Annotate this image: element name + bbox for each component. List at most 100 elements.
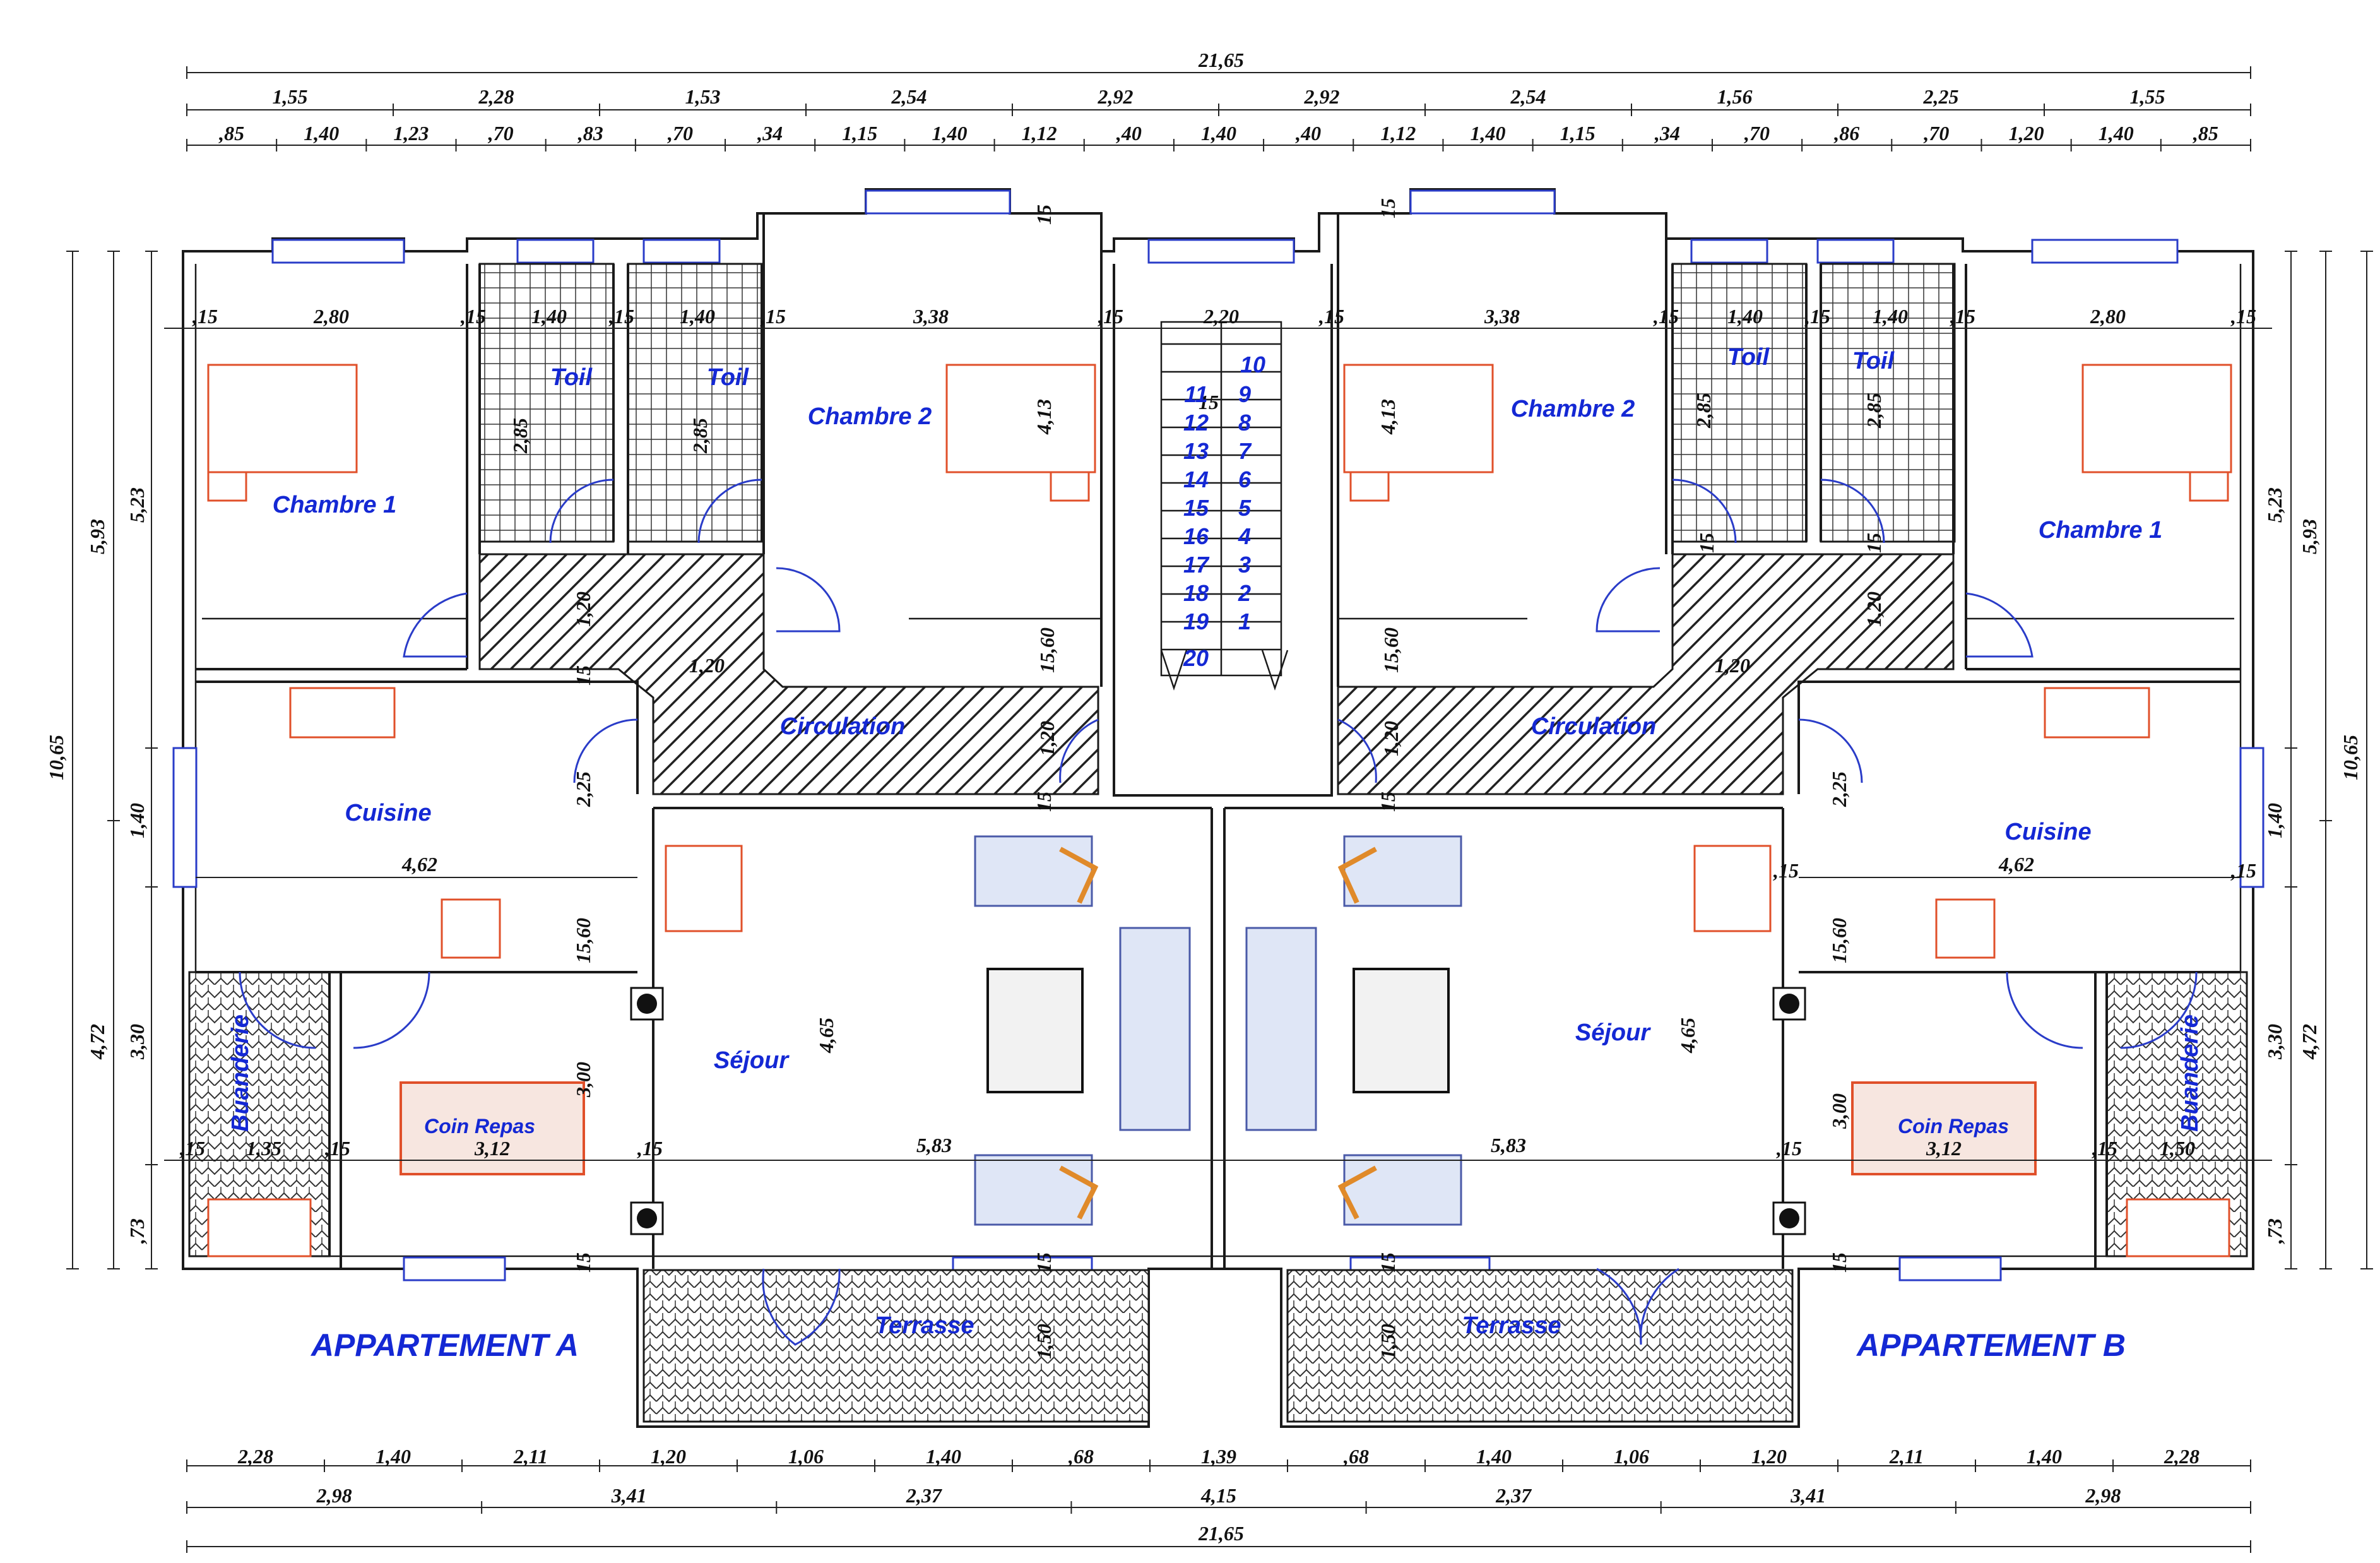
stair-step-number: 9 bbox=[1238, 381, 1251, 407]
dim-wall: 15,60 bbox=[1828, 918, 1850, 963]
dim-cuisine-width: 4,62 bbox=[1998, 853, 2034, 876]
columns bbox=[630, 987, 1806, 1235]
dimension-label: 1,12 bbox=[1022, 122, 1057, 145]
dim-w15: ,15 bbox=[608, 305, 634, 328]
dim-coin-height: 3,00 bbox=[572, 1062, 595, 1098]
dim-coin-width: 3,12 bbox=[474, 1137, 510, 1160]
stair-step-number: 3 bbox=[1238, 552, 1251, 578]
dimension-label: 1,40 bbox=[932, 122, 967, 145]
dim-corridor: 1,20 bbox=[689, 654, 725, 677]
dimension-label: 1,06 bbox=[788, 1445, 824, 1468]
dim-left-total: 10,65 bbox=[45, 735, 68, 780]
stair-step-number: 7 bbox=[1238, 438, 1252, 464]
dimension-label: ,34 bbox=[1654, 122, 1680, 145]
dim-left-c: 3,30 bbox=[126, 1024, 148, 1060]
dim-h15: 15 bbox=[572, 665, 595, 686]
dim-stair-width: 2,20 bbox=[1203, 305, 1239, 328]
room-label-buanderie-a: Buanderie bbox=[227, 1014, 254, 1132]
dim-ch2-height: 4,13 bbox=[1376, 399, 1399, 435]
dim-w15: ,15 bbox=[1318, 305, 1344, 328]
dim-toil-height: 2,85 bbox=[689, 418, 711, 454]
dims-internal: ,15 2,80 ,15 1,40 ,15 1,40 ,15 3,38 ,15 … bbox=[179, 198, 2256, 1359]
room-label-toil: Toil bbox=[1852, 348, 1895, 374]
dimension-label: ,83 bbox=[577, 122, 603, 145]
dim-h15: 15 bbox=[1828, 1252, 1850, 1273]
room-label-terrasse-b: Terrasse bbox=[1462, 1312, 1561, 1339]
dim-corridor: 1,20 bbox=[1715, 654, 1750, 677]
dim-w15: ,15 bbox=[637, 1137, 663, 1160]
dim-toil-height: 2,85 bbox=[1862, 393, 1885, 429]
dim-cuisine-height: 2,25 bbox=[1828, 771, 1850, 807]
interior-walls bbox=[196, 213, 2241, 1269]
stair-step-number: 16 bbox=[1183, 523, 1209, 549]
dimension-label: ,70 bbox=[1744, 122, 1770, 145]
stair-step-number: 4 bbox=[1238, 523, 1251, 549]
room-label-chambre2-a: Chambre 2 bbox=[808, 403, 932, 430]
dimension-label: 1,06 bbox=[1614, 1445, 1649, 1468]
dimension-label: ,40 bbox=[1295, 122, 1321, 145]
dimension-label: ,34 bbox=[757, 122, 783, 145]
circulation-hatch bbox=[478, 553, 1955, 795]
room-label-circulation-a: Circulation bbox=[780, 713, 905, 740]
dim-left-mid: 4,72 bbox=[86, 1024, 109, 1060]
dim-corridor: 1,20 bbox=[1862, 591, 1885, 627]
room-label-cuisine-a: Cuisine bbox=[345, 800, 431, 826]
dim-w15: ,15 bbox=[2092, 1137, 2117, 1160]
dim-right-upper: 5,93 bbox=[2298, 519, 2321, 554]
dimension-label: ,70 bbox=[488, 122, 514, 145]
dimension-label: 1,20 bbox=[651, 1445, 686, 1468]
dim-toil-width: 1,40 bbox=[531, 305, 567, 328]
dimension-label: 1,40 bbox=[2099, 122, 2134, 145]
stair-step-number: 2 bbox=[1238, 580, 1251, 606]
dimension-label: 2,11 bbox=[513, 1445, 548, 1468]
dimension-label: 1,55 bbox=[2130, 85, 2165, 108]
dim-w15: ,15 bbox=[1950, 305, 1975, 328]
dimension-label: 2,28 bbox=[2164, 1445, 2199, 1468]
dim-left-d: ,73 bbox=[126, 1218, 148, 1244]
dimension-label: 1,15 bbox=[1560, 122, 1596, 145]
room-label-toil: Toil bbox=[707, 364, 750, 391]
room-label-chambre1-b: Chambre 1 bbox=[2039, 517, 2162, 544]
room-labels: Chambre 1 Chambre 1 Chambre 2 Chambre 2 … bbox=[227, 344, 2203, 1339]
dimension-label: 1,39 bbox=[1201, 1445, 1236, 1468]
dimension-label: 1,55 bbox=[273, 85, 308, 108]
dim-ch2-width: 3,38 bbox=[913, 305, 949, 328]
dimension-label: ,85 bbox=[2193, 122, 2218, 145]
stair-step-number: 17 bbox=[1183, 552, 1210, 578]
dimension-label: 1,40 bbox=[2027, 1445, 2062, 1468]
dim-w15: ,15 bbox=[1773, 859, 1799, 882]
stair-step-number: 18 bbox=[1183, 580, 1209, 606]
room-label-toil: Toil bbox=[550, 364, 593, 391]
dimension-label: 1,40 bbox=[1476, 1445, 1512, 1468]
dim-corridor: 1,20 bbox=[1380, 721, 1402, 756]
room-label-circulation-b: Circulation bbox=[1531, 713, 1656, 740]
stair-step-number: 19 bbox=[1183, 609, 1209, 634]
room-label-cuisine-b: Cuisine bbox=[2004, 819, 2091, 845]
dim-wall: 15,60 bbox=[1036, 627, 1058, 673]
stair-step-number: 10 bbox=[1240, 352, 1265, 377]
dim-right-b: 1,40 bbox=[2263, 803, 2286, 838]
staircase bbox=[1160, 321, 1289, 691]
dim-ch2-width: 3,38 bbox=[1484, 305, 1520, 328]
dimension-label: 1,15 bbox=[842, 122, 877, 145]
dim-coin-height: 3,00 bbox=[1828, 1093, 1850, 1129]
dim-toil-height: 2,85 bbox=[509, 418, 531, 454]
dimension-label: ,70 bbox=[667, 122, 693, 145]
dim-toil-width: 1,40 bbox=[1873, 305, 1908, 328]
dimension-label: ,40 bbox=[1116, 122, 1142, 145]
dimension-label: 1,20 bbox=[2009, 122, 2044, 145]
dim-w15: ,15 bbox=[1776, 1137, 1802, 1160]
dims-right: 10,65 5,93 4,72 5,23 1,40 3,30 ,73 bbox=[2263, 487, 2362, 1244]
dim-corridor: 1,20 bbox=[572, 591, 595, 627]
dim-right-total: 10,65 bbox=[2339, 735, 2362, 780]
dim-buanderie: 1,50 bbox=[2160, 1137, 2195, 1160]
dim-toil-height: 2,85 bbox=[1692, 393, 1715, 429]
dim-h15: 15 bbox=[1376, 198, 1399, 218]
room-label-toil: Toil bbox=[1727, 344, 1770, 371]
room-label-terrasse-a: Terrasse bbox=[875, 1312, 974, 1339]
dim-w15: ,15 bbox=[760, 305, 786, 328]
dim-sejour-height: 4,65 bbox=[1676, 1018, 1699, 1054]
